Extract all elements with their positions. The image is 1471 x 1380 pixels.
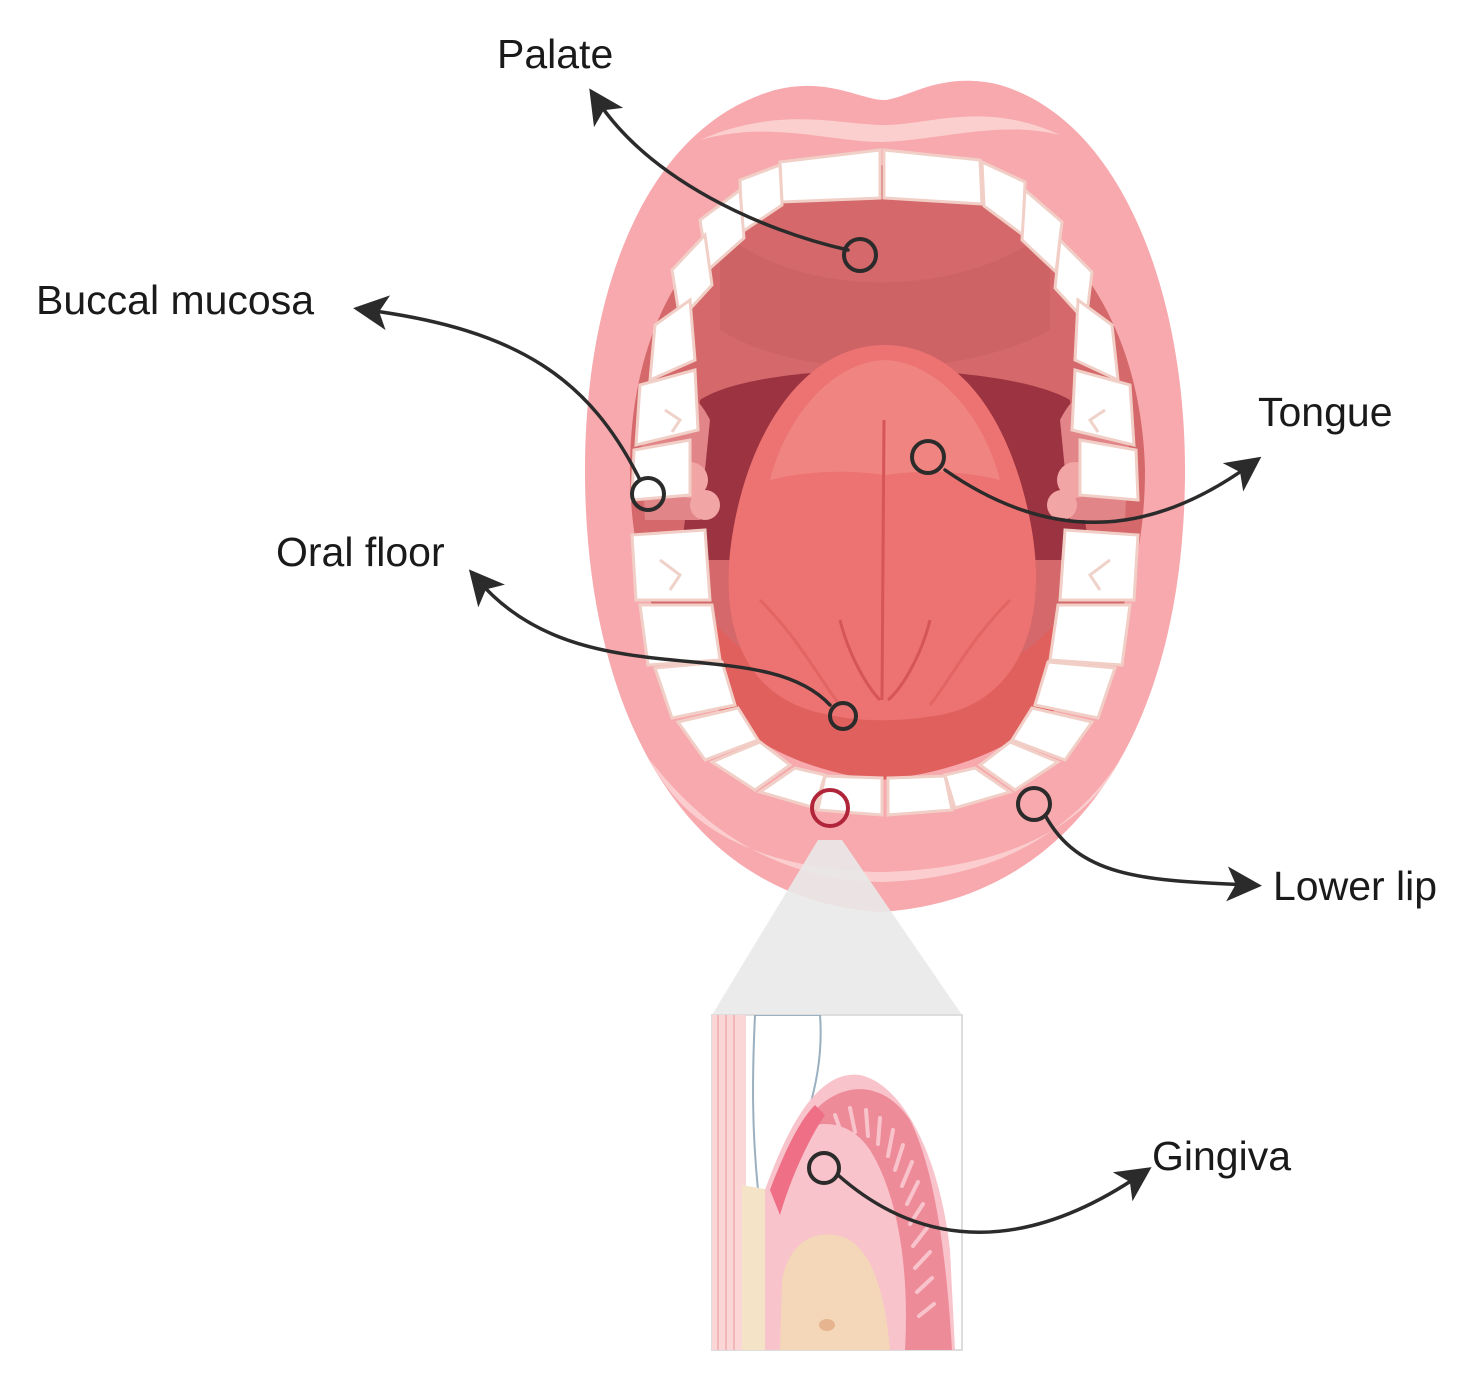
gingiva-marker xyxy=(807,1151,841,1185)
label-oral-floor: Oral floor xyxy=(276,529,445,575)
label-tongue: Tongue xyxy=(1258,389,1393,435)
label-lower-lip: Lower lip xyxy=(1273,863,1437,909)
markers xyxy=(630,237,1052,1185)
mouth-illustration xyxy=(585,80,1185,913)
oral-floor-leader xyxy=(468,569,832,707)
oral-floor-marker xyxy=(828,701,858,731)
gingiva-leader xyxy=(836,1167,1152,1234)
lower-lip-marker xyxy=(1016,786,1052,822)
buccal-mucosa-marker xyxy=(630,476,666,512)
tongue-leader xyxy=(943,456,1262,524)
label-buccal-mucosa: Buccal mucosa xyxy=(36,277,314,323)
label-gingiva: Gingiva xyxy=(1152,1133,1291,1179)
buccal-mucosa-leader xyxy=(353,295,642,482)
lower-lip-leader xyxy=(1043,813,1262,902)
alveolar-bone xyxy=(780,1234,890,1350)
lower-teeth xyxy=(630,528,1140,817)
tongue-marker xyxy=(910,439,946,475)
leader-lines xyxy=(353,88,1262,1234)
zoom-cone xyxy=(712,840,962,1015)
palate-leader xyxy=(589,88,850,252)
label-palate: Palate xyxy=(497,31,613,77)
labels: Palate Buccal mucosa Tongue Oral floor L… xyxy=(36,31,1437,1179)
palate-marker xyxy=(842,237,878,273)
gingiva-zoom xyxy=(711,840,963,1351)
gingiva-site-marker xyxy=(810,788,850,828)
